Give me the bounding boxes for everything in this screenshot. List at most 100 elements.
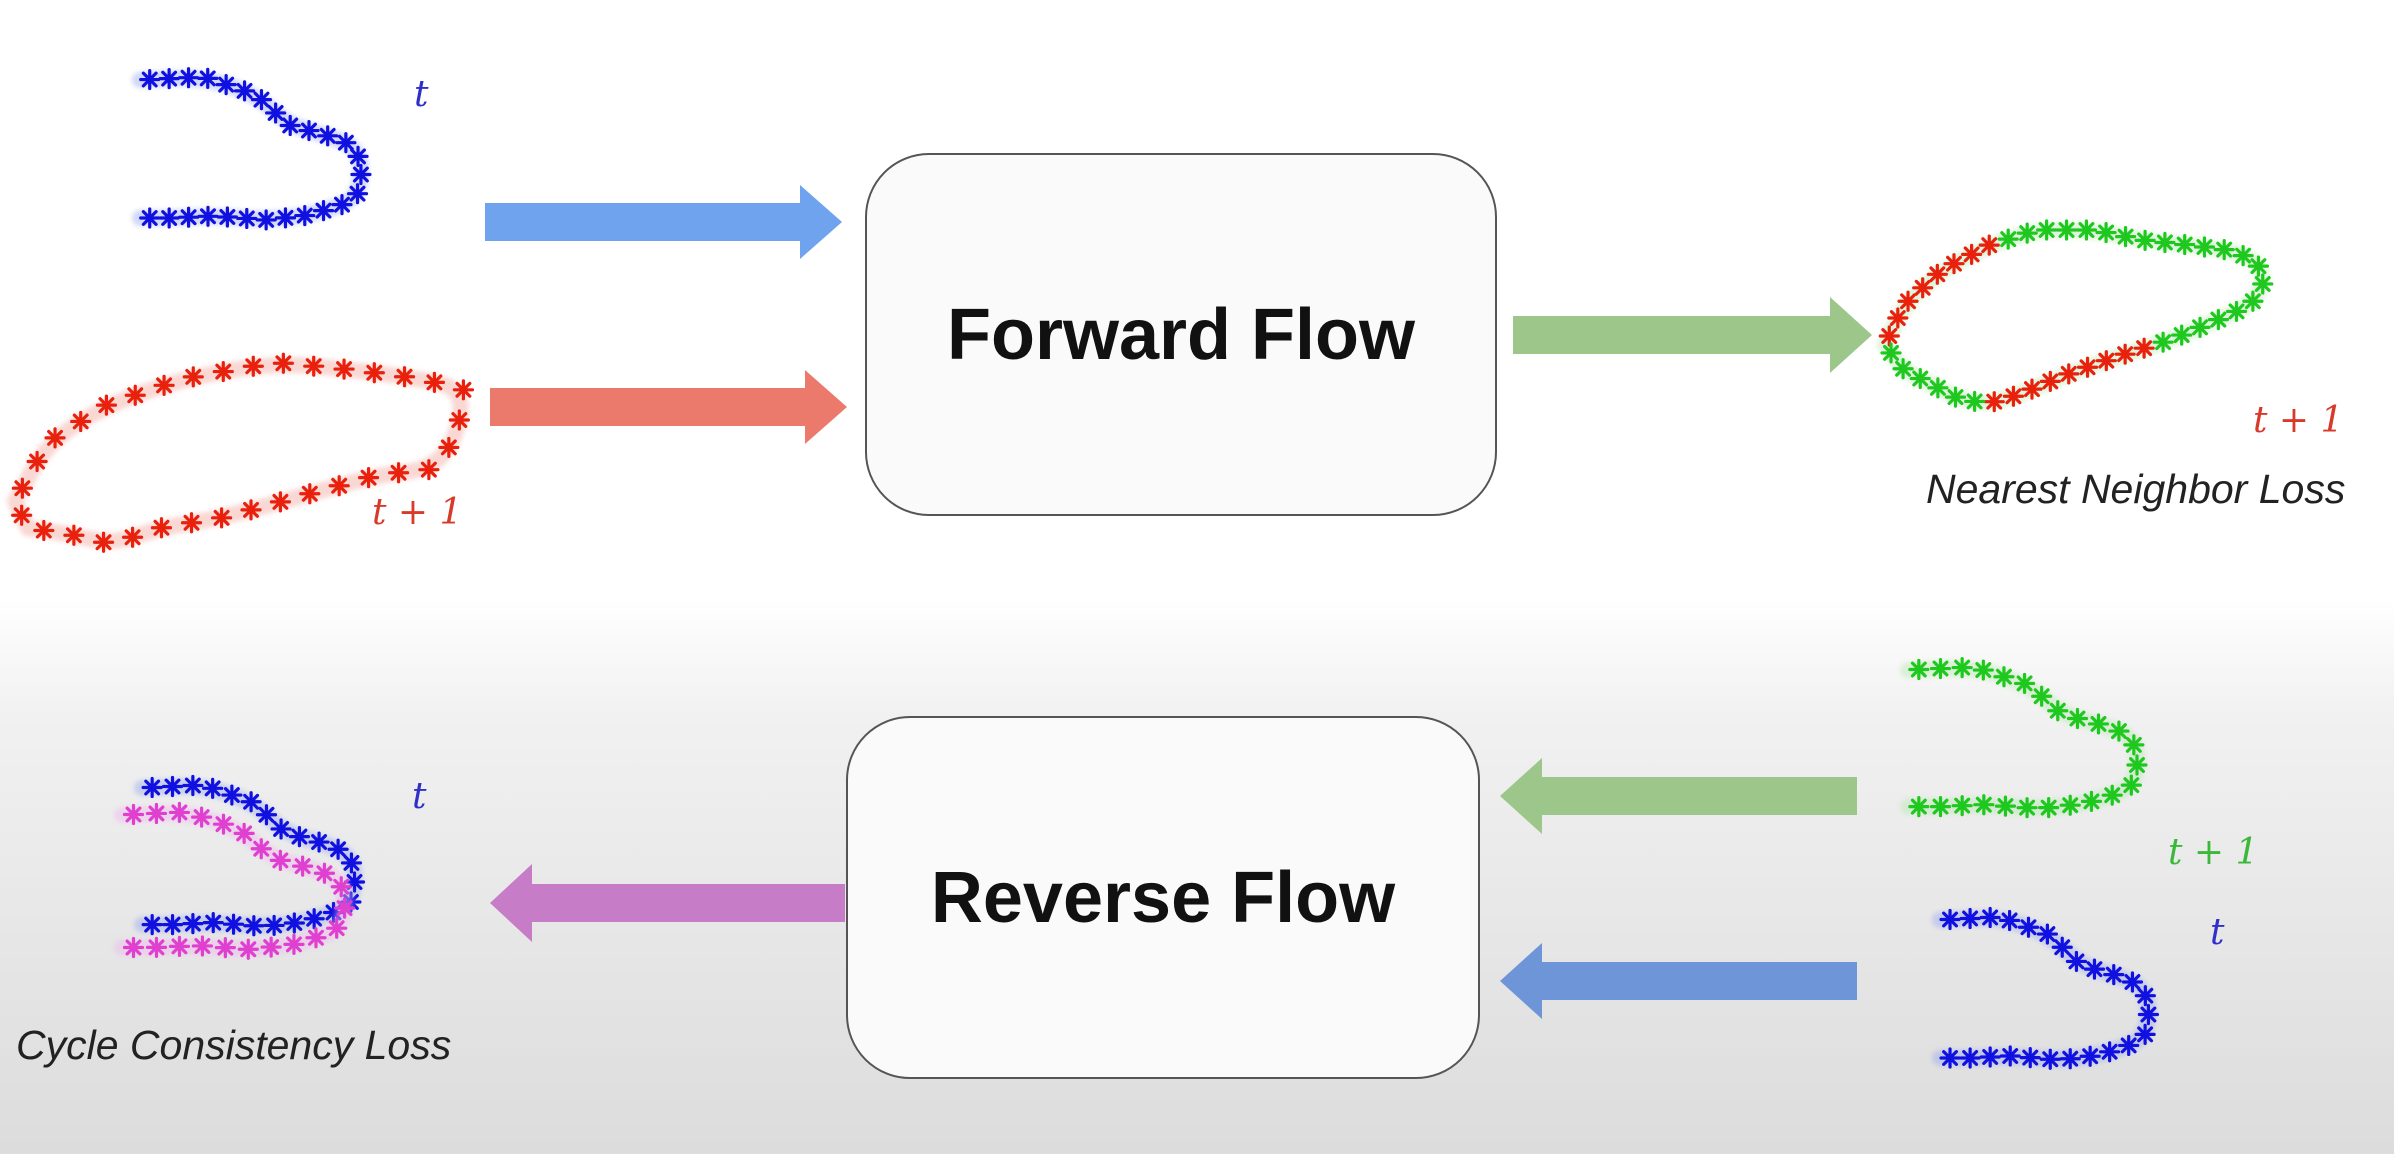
point-marker xyxy=(122,803,145,826)
point-marker xyxy=(279,114,301,137)
point-marker xyxy=(313,862,336,884)
point-marker xyxy=(191,806,213,828)
point-marker xyxy=(2016,222,2038,244)
point-marker xyxy=(1878,325,1900,347)
point-marker xyxy=(283,933,305,955)
nearest-neighbor-loss-label: Nearest Neighbor Loss xyxy=(1926,466,2346,512)
point-marker xyxy=(294,204,316,227)
point-marker xyxy=(1964,390,1986,413)
point-cloud-halo xyxy=(132,70,369,227)
point-marker xyxy=(202,912,224,934)
point-marker xyxy=(2134,1023,2156,1045)
point-marker xyxy=(26,450,48,473)
point-marker xyxy=(2101,784,2123,806)
arrow-purple-from-reverse xyxy=(490,864,845,942)
point-marker xyxy=(1983,391,2005,413)
point-marker xyxy=(70,410,92,433)
point-marker xyxy=(182,913,204,935)
point-marker xyxy=(177,206,200,228)
point-marker xyxy=(2225,300,2248,323)
point-marker xyxy=(2121,971,2144,993)
point-marker xyxy=(95,394,118,416)
point-marker xyxy=(161,914,184,936)
point-cloud-predicted-t1 xyxy=(1900,656,2148,819)
point-marker xyxy=(272,352,294,374)
point-marker xyxy=(161,775,184,798)
point-marker xyxy=(1927,377,1949,399)
point-marker xyxy=(1929,657,1952,680)
point-marker xyxy=(2152,331,2174,353)
point-marker xyxy=(1897,290,1919,312)
point-marker xyxy=(270,818,292,840)
point-marker xyxy=(2055,219,2078,241)
point-marker xyxy=(327,838,349,860)
point-marker xyxy=(214,937,236,959)
point-marker xyxy=(11,504,33,526)
point-marker xyxy=(2232,245,2254,267)
point-marker xyxy=(1999,909,2021,932)
point-marker xyxy=(2120,774,2142,796)
point-marker xyxy=(331,194,353,216)
point-marker xyxy=(121,526,144,548)
point-marker xyxy=(308,831,330,853)
point-marker xyxy=(255,804,278,826)
point-marker xyxy=(153,374,175,396)
arrow-blue-to-reverse xyxy=(1500,943,1857,1019)
point-marker xyxy=(2031,685,2053,707)
point-marker xyxy=(299,483,321,505)
point-marker xyxy=(2137,1003,2160,1026)
point-marker xyxy=(2083,958,2106,980)
point-marker xyxy=(240,791,262,813)
point-marker xyxy=(1939,1047,1961,1069)
point-marker xyxy=(63,524,85,546)
point-marker xyxy=(335,132,357,154)
forward-flow-box: Forward Flow xyxy=(865,153,1497,516)
point-marker xyxy=(145,936,168,958)
point-marker xyxy=(237,938,259,960)
point-marker xyxy=(44,427,66,449)
point-marker xyxy=(269,491,292,513)
point-marker xyxy=(2016,797,2038,819)
point-marker xyxy=(2036,219,2058,241)
point-marker xyxy=(305,927,327,949)
point-marker xyxy=(2080,790,2103,813)
point-marker xyxy=(312,200,335,222)
point-marker xyxy=(212,813,235,835)
point-marker xyxy=(202,777,224,799)
point-marker xyxy=(216,206,238,228)
point-marker xyxy=(2114,343,2136,365)
point-marker xyxy=(222,913,245,935)
label-t1-reverse: t + 1 xyxy=(2168,832,2258,873)
label-t-forward: t xyxy=(414,74,429,115)
point-marker xyxy=(2252,273,2274,295)
point-marker xyxy=(1993,666,2015,688)
point-marker xyxy=(2171,324,2193,346)
point-marker xyxy=(298,119,320,142)
point-marker xyxy=(191,935,214,957)
point-marker xyxy=(182,366,204,388)
point-marker xyxy=(317,125,339,147)
point-marker xyxy=(211,507,233,529)
point-marker xyxy=(274,207,297,229)
point-marker xyxy=(2059,794,2081,816)
label-t-cycle: t xyxy=(412,776,427,817)
point-marker xyxy=(2021,378,2043,400)
point-marker xyxy=(2099,1041,2121,1063)
label-t1-forward: t + 1 xyxy=(372,492,462,533)
point-cloud-cycle-consistency xyxy=(114,774,366,960)
point-marker xyxy=(141,914,163,936)
point-marker xyxy=(326,917,348,939)
point-marker xyxy=(418,459,440,481)
point-marker xyxy=(1999,1045,2021,1067)
point-marker xyxy=(347,145,369,167)
point-marker xyxy=(255,209,277,231)
point-marker xyxy=(11,477,33,499)
point-marker xyxy=(197,205,219,227)
point-marker xyxy=(1961,243,1983,266)
point-marker xyxy=(452,379,475,401)
point-marker xyxy=(260,936,282,958)
point-marker xyxy=(2174,233,2196,256)
point-marker xyxy=(221,784,243,806)
point-marker xyxy=(2133,337,2155,359)
point-marker xyxy=(124,384,146,406)
